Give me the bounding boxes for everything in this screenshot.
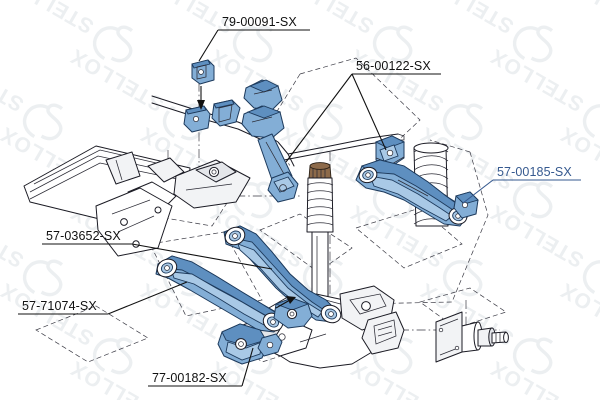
stabilizer-bar-bush-detached bbox=[191, 59, 215, 85]
part-number-label: 77-00182-SX bbox=[152, 371, 227, 385]
callout-leader-line bbox=[131, 243, 273, 270]
callout-leader-line bbox=[198, 29, 219, 62]
assembly-arrows bbox=[197, 86, 296, 309]
stub-axle bbox=[435, 311, 509, 363]
part-number-label: 56-00122-SX bbox=[356, 59, 431, 73]
callout-57-03652-sx[interactable]: 57-03652-SX bbox=[42, 229, 273, 270]
rear-upper-control-arm bbox=[355, 159, 479, 227]
callout-57-00185-sx[interactable]: 57-00185-SX bbox=[462, 165, 581, 204]
part-number-label: 57-03652-SX bbox=[46, 229, 121, 243]
callout-leader-line bbox=[285, 73, 387, 163]
callout-79-00091-sx[interactable]: 79-00091-SX bbox=[198, 15, 310, 62]
callout-leader-line bbox=[241, 347, 254, 387]
part-number-label: 79-00091-SX bbox=[222, 15, 297, 29]
ball-joint bbox=[217, 323, 283, 365]
callout-56-00122-sx[interactable]: 56-00122-SX bbox=[285, 59, 441, 163]
stabilizer-link bbox=[241, 79, 299, 203]
part-number-label: 57-00185-SX bbox=[497, 165, 572, 179]
callout-leader-line bbox=[462, 179, 494, 204]
callout-77-00182-sx[interactable]: 77-00182-SX bbox=[148, 347, 254, 387]
rear-trailing-arm bbox=[223, 225, 342, 324]
callout-57-71074-sx[interactable]: 57-71074-SX bbox=[18, 281, 188, 315]
rear-lateral-link bbox=[155, 255, 284, 333]
part-number-label: 57-71074-SX bbox=[22, 299, 97, 313]
callout-leader-line bbox=[107, 281, 188, 315]
ball-joint-mounted bbox=[273, 297, 313, 329]
rear-subframe bbox=[23, 145, 251, 257]
